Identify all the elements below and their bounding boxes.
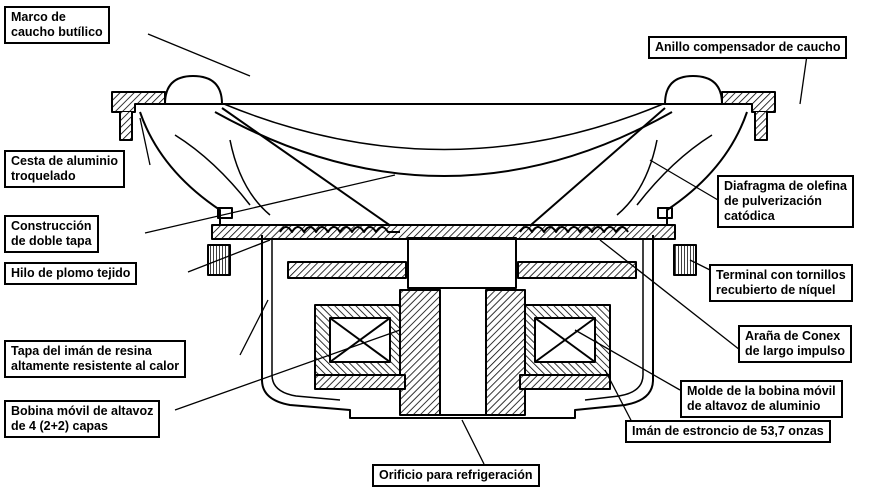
cone xyxy=(214,111,673,177)
frame-right-flange xyxy=(721,91,776,141)
label-marco-line2: caucho butílico xyxy=(11,25,103,39)
label-construccion-line2: de doble tapa xyxy=(11,234,92,248)
label-tapa-line1: Tapa del imán de resina xyxy=(11,344,152,358)
label-terminal-line1: Terminal con tornillos xyxy=(716,268,846,282)
label-iman-line1: Imán de estroncio de 53,7 onzas xyxy=(632,424,824,438)
label-molde-line1: Molde de la bobina móvil xyxy=(687,384,836,398)
label-diafragma-line3: catódica xyxy=(724,209,775,223)
label-bobina: Bobina móvil de altavoz de 4 (2+2) capas xyxy=(4,400,161,438)
basket xyxy=(139,111,221,228)
spider xyxy=(279,226,400,233)
label-terminal-line2: recubierto de níquel xyxy=(716,283,836,297)
label-bobina-line1: Bobina móvil de altavoz xyxy=(11,404,154,418)
label-molde-line2: de altavoz de aluminio xyxy=(687,399,821,413)
top-plate xyxy=(287,261,407,279)
label-diafragma: Diafragma de olefina de pulverización ca… xyxy=(717,175,854,228)
label-diafragma-line2: de pulverización xyxy=(724,194,822,208)
label-terminal: Terminal con tornillos recubierto de níq… xyxy=(709,264,853,302)
label-construccion-line1: Construcción xyxy=(11,219,92,233)
label-construccion: Construcción de doble tapa xyxy=(4,215,99,253)
label-tapa-line2: altamente resistente al calor xyxy=(11,359,180,373)
terminal-right xyxy=(673,244,697,276)
voice-coil-former xyxy=(407,237,517,289)
label-hilo-line1: Hilo de plomo tejido xyxy=(11,266,131,280)
label-hilo: Hilo de plomo tejido xyxy=(4,262,138,285)
label-bobina-line2: de 4 (2+2) capas xyxy=(11,419,108,433)
surround-right xyxy=(664,75,723,105)
label-marco: Marco de caucho butílico xyxy=(4,6,110,44)
label-arana: Araña de Conex de largo impulso xyxy=(738,325,853,363)
label-molde: Molde de la bobina móvil de altavoz de a… xyxy=(680,380,843,418)
label-iman: Imán de estroncio de 53,7 onzas xyxy=(625,420,831,443)
label-arana-line2: de largo impulso xyxy=(745,344,846,358)
surround-left xyxy=(164,75,223,105)
magnet-right xyxy=(519,304,611,376)
magnet-cover xyxy=(261,235,654,419)
label-orificio: Orificio para refrigeración xyxy=(372,464,540,487)
label-marco-line1: Marco de xyxy=(11,10,66,24)
label-diafragma-line1: Diafragma de olefina xyxy=(724,179,847,193)
label-arana-line1: Araña de Conex xyxy=(745,329,841,343)
label-cesta: Cesta de aluminio troquelado xyxy=(4,150,125,188)
label-cesta-line2: troquelado xyxy=(11,169,76,183)
frame-left-flange xyxy=(111,91,166,141)
label-orificio-line1: Orificio para refrigeración xyxy=(379,468,533,482)
pole-piece xyxy=(399,289,526,416)
label-tapa: Tapa del imán de resina altamente resist… xyxy=(4,340,187,378)
label-anillo: Anillo compensador de caucho xyxy=(648,36,848,59)
label-cesta-line1: Cesta de aluminio xyxy=(11,154,118,168)
label-anillo-line1: Anillo compensador de caucho xyxy=(655,40,841,54)
magnet-left xyxy=(314,304,406,376)
